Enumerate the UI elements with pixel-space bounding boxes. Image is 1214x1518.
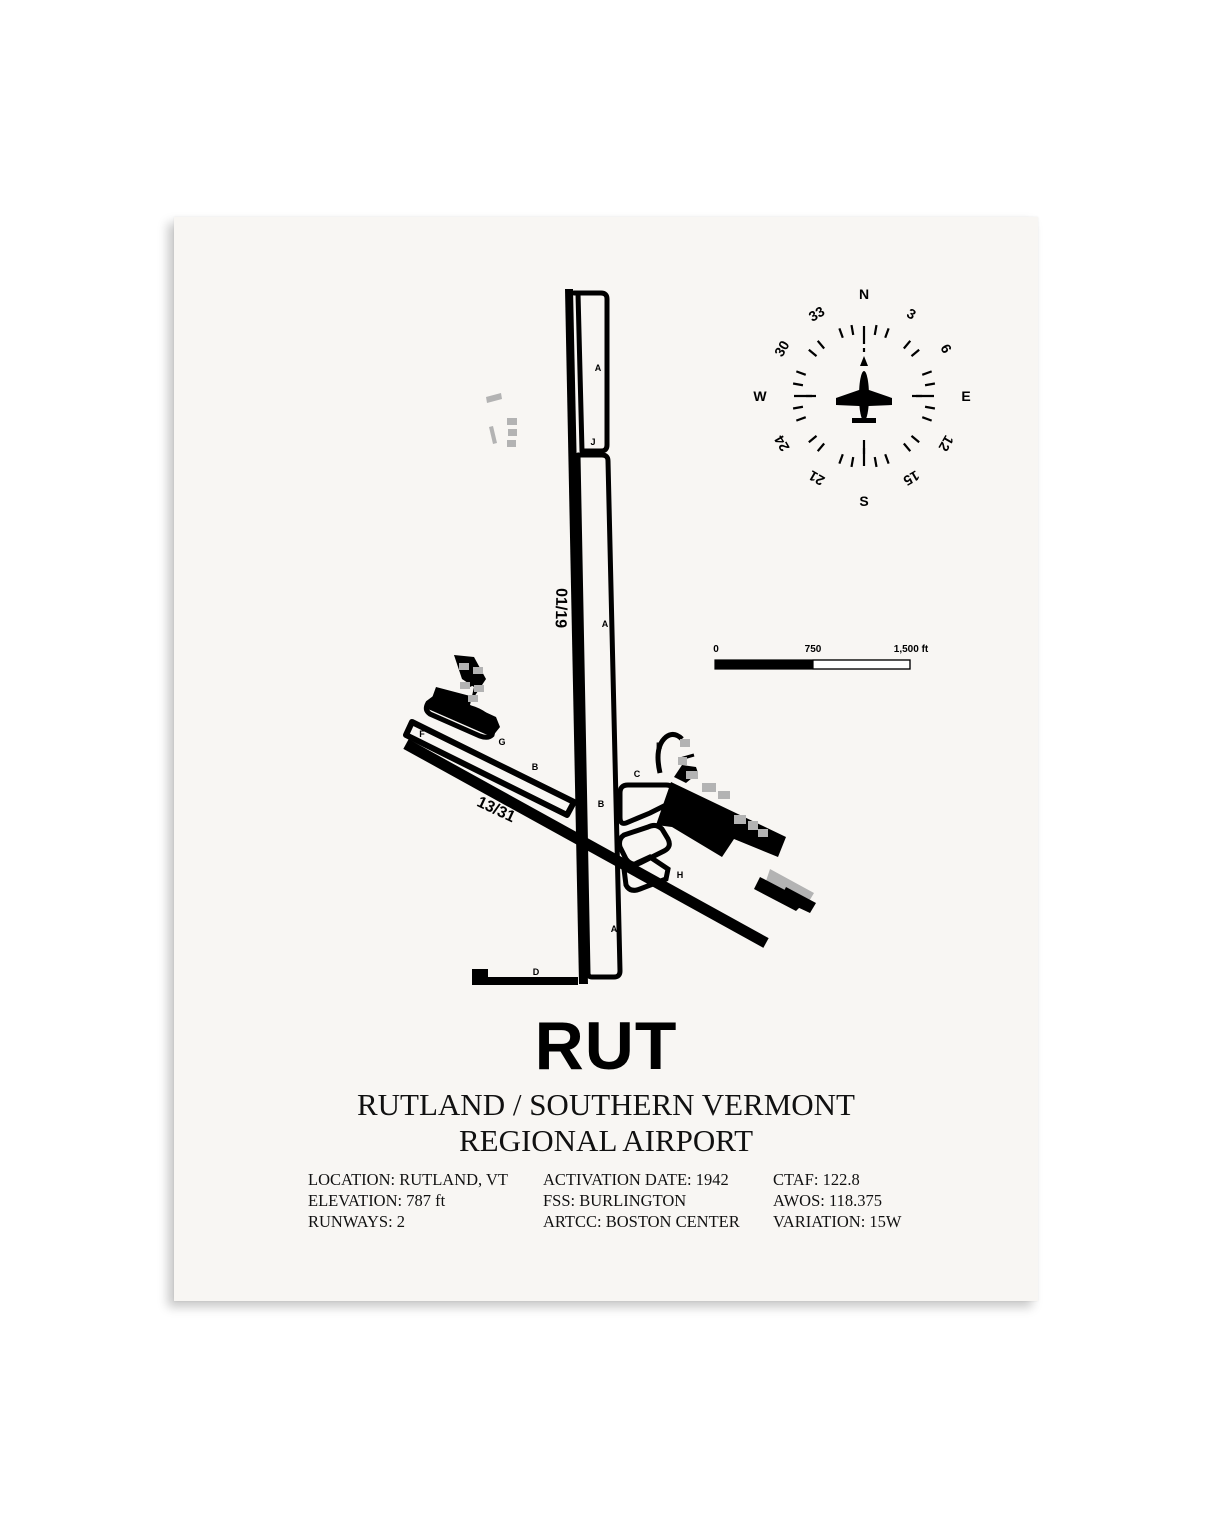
scale-label-0: 0 [713, 644, 719, 655]
runway-01-19 [565, 289, 588, 984]
north-arrow-icon [860, 356, 868, 366]
compass-tick [816, 442, 825, 452]
scale-label-750: 750 [805, 644, 822, 655]
taxiway-label-a-south: A [611, 924, 618, 934]
compass-tick [884, 327, 890, 339]
compass-ticks [792, 324, 936, 468]
compass-tick [921, 416, 933, 422]
compass-tick [838, 453, 844, 465]
info-artcc: ARTCC: BOSTON CENTER [543, 1212, 740, 1231]
info-fss: FSS: BURLINGTON [543, 1191, 687, 1210]
airplane-icon [836, 371, 892, 423]
compass-tick [792, 382, 804, 387]
compass-tick [795, 370, 807, 376]
northwest-buildings [486, 393, 517, 447]
compass-12: 12 [935, 433, 957, 455]
compass-tick [850, 324, 855, 336]
compass-15: 15 [901, 467, 923, 489]
taxiway-label-b-west: B [532, 762, 539, 772]
info-location: LOCATION: RUTLAND, VT [308, 1170, 508, 1189]
airport-name-line2: REGIONAL AIRPORT [458, 1123, 754, 1158]
compass-tick [873, 456, 878, 468]
compass-tick [838, 327, 844, 339]
info-awos: AWOS: 118.375 [773, 1191, 882, 1210]
taxiway-label-f-lower: F [419, 729, 425, 739]
compass-tick [850, 456, 855, 468]
compass-tick [816, 340, 825, 350]
compass-6: 6 [937, 341, 955, 356]
compass-24: 24 [771, 433, 793, 455]
compass-tick [808, 435, 818, 444]
taxiway-label-a-north: A [595, 363, 602, 373]
taxiway-label-c: C [634, 769, 641, 779]
compass-tick [903, 442, 912, 452]
compass-tick [924, 405, 936, 410]
airport-diagram: A J A A B B C D E F F G H 01/19 13/31 [403, 286, 971, 985]
info-column-3: CTAF: 122.8 AWOS: 118.375 VARIATION: 15W [773, 1169, 901, 1232]
compass-tick [808, 348, 818, 357]
taxiway-d [472, 969, 578, 985]
info-runways: RUNWAYS: 2 [308, 1212, 406, 1231]
taxiway-label-b-center: B [598, 799, 605, 809]
compass-s: S [859, 493, 868, 509]
taxiway-a-outline [571, 290, 623, 980]
taxiway-label-f-upper: F [433, 702, 439, 712]
poster: A J A A B B C D E F F G H 01/19 13/31 [174, 217, 1038, 1301]
taxiway-label-g: G [498, 737, 505, 747]
compass-33: 33 [806, 303, 828, 325]
scale-bar: 0 750 1,500 ft [713, 644, 929, 670]
info-activation-date: ACTIVATION DATE: 1942 [543, 1170, 729, 1189]
airport-name-line1: RUTLAND / SOUTHERN VERMONT [356, 1087, 855, 1122]
info-variation: VARIATION: 15W [773, 1212, 902, 1231]
taxiway-label-j: J [590, 437, 595, 447]
compass-tick [792, 405, 804, 410]
taxiway-label-a-mid: A [602, 619, 609, 629]
airport-code: RUT [534, 1008, 678, 1084]
compass-21: 21 [806, 467, 828, 489]
compass-tick [910, 435, 920, 444]
taxiway-label-d: D [533, 967, 540, 977]
info-column-2: ACTIVATION DATE: 1942 FSS: BURLINGTON AR… [543, 1169, 740, 1232]
compass-tick [795, 416, 807, 422]
east-apron [617, 731, 816, 913]
taxiway-label-h: H [677, 870, 684, 880]
info-column-1: LOCATION: RUTLAND, VT ELEVATION: 787 ft … [308, 1169, 508, 1232]
west-apron [423, 655, 500, 740]
compass-3: 3 [904, 305, 919, 323]
compass-tick [903, 340, 912, 350]
taxiway-labels: A J A A B B C D E F F G H [419, 363, 683, 977]
taxiway-label-e: E [656, 741, 662, 751]
compass-tick [884, 453, 890, 465]
runway-label-01-19: 01/19 [552, 588, 570, 628]
compass-tick [924, 382, 936, 387]
compass-n: N [859, 286, 869, 302]
compass-tick [910, 348, 920, 357]
compass-tick [873, 324, 878, 336]
taxiway-b-outline [403, 719, 577, 818]
compass-30: 30 [771, 338, 793, 360]
scale-label-1500: 1,500 ft [894, 644, 929, 655]
compass-rose: N S E W 3 6 12 15 21 24 30 33 [753, 286, 970, 509]
compass-e: E [961, 388, 970, 404]
compass-w: W [753, 388, 767, 404]
info-ctaf: CTAF: 122.8 [773, 1170, 860, 1189]
compass-tick [921, 370, 933, 376]
info-elevation: ELEVATION: 787 ft [308, 1191, 446, 1210]
